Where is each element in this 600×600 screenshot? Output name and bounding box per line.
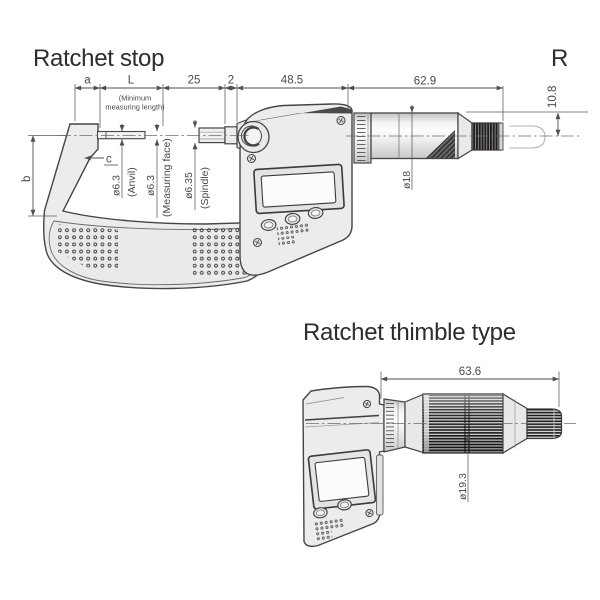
- screw-icon: [336, 116, 346, 125]
- ratchet-phantom-outline: [509, 125, 546, 149]
- ratchet-stop-figure: Ratchet stop R: [21, 45, 588, 290]
- screw-icon: [365, 508, 374, 518]
- sleeve-graduations: [386, 403, 394, 447]
- bottom-figure-title: Ratchet thimble type: [303, 319, 516, 346]
- dim-2-label: 2: [228, 75, 234, 87]
- spindle-lock[interactable]: [237, 120, 270, 154]
- dim-63-6-label: 63.6: [459, 366, 481, 378]
- anvil-name-label: (Anvil): [126, 167, 138, 197]
- screw-icon: [362, 399, 372, 409]
- thimble-diameter-callout: ø18: [401, 105, 415, 190]
- top-figure-title: Ratchet stop: [33, 45, 164, 72]
- ratchet-thimble-diameter-label: ø19.3: [457, 473, 469, 500]
- lcd-screen: [260, 171, 337, 208]
- screw-icon: [253, 238, 262, 247]
- measuring-face-diameter-label: ø6.3: [145, 175, 157, 196]
- anvil-diameter-callout: ø6.3 (Anvil): [111, 124, 138, 198]
- spindle-diameter-callout: ø6.35 (Spindle): [183, 120, 211, 210]
- screw-icon: [247, 154, 256, 163]
- dim-a-label: a: [84, 75, 91, 87]
- ratchet-knob-cap: [498, 122, 504, 151]
- ratchet-thimble-diameter-callout: ø19.3: [457, 434, 471, 502]
- thimble-knurl: [426, 130, 455, 158]
- ratchet-stop-knob[interactable]: [471, 122, 503, 151]
- dim-c-label: c: [106, 154, 112, 166]
- button[interactable]: [313, 507, 328, 519]
- top-dimensions: a L (Minimum measuring length) 25 2 48.5…: [21, 75, 588, 218]
- dim-25-label: 25: [188, 75, 201, 87]
- button-row: [313, 499, 352, 519]
- thimble-diameter-label: ø18: [401, 171, 413, 189]
- top-figure-cutoff-title: R: [551, 45, 568, 72]
- grip-dots-left: [58, 224, 118, 271]
- button[interactable]: [337, 499, 352, 511]
- min-length-note-line2: measuring length): [105, 103, 164, 112]
- dim-10-8-label: 10.8: [547, 86, 559, 108]
- button[interactable]: [284, 212, 301, 225]
- anvil-diameter-label: ø6.3: [111, 175, 123, 196]
- button-row: [260, 207, 324, 231]
- dim-b-label: b: [21, 176, 33, 182]
- lcd-screen: [314, 456, 370, 502]
- body-axis-line: [304, 414, 380, 421]
- sleeve: [383, 398, 406, 453]
- body-arm-line: [305, 397, 345, 405]
- dim-L-label: L: [128, 75, 135, 87]
- bezel-side-strip: [376, 454, 384, 516]
- min-length-note-line1: (Minimum: [119, 94, 151, 103]
- sleeve-graduations: [357, 116, 366, 161]
- dim-48-5-label: 48.5: [281, 75, 303, 87]
- speaker-dots: [276, 222, 311, 246]
- spindle-diameter-label: ø6.35: [183, 172, 195, 199]
- body-top-seam: [253, 106, 352, 122]
- button[interactable]: [260, 219, 277, 231]
- button[interactable]: [307, 207, 324, 219]
- bottom-dimensions: 63.6 ø19.3: [380, 366, 560, 502]
- speaker-dots: [312, 516, 345, 541]
- measuring-face-name-label: (Measuring face): [161, 138, 173, 217]
- dim-62-9-label: 62.9: [414, 76, 436, 88]
- measuring-face-callout: ø6.3 (Measuring face): [145, 124, 173, 218]
- ratchet-thimble-figure: Ratchet thimble type: [302, 319, 576, 548]
- anvil: [96, 130, 146, 140]
- spindle-name-label: (Spindle): [199, 167, 211, 209]
